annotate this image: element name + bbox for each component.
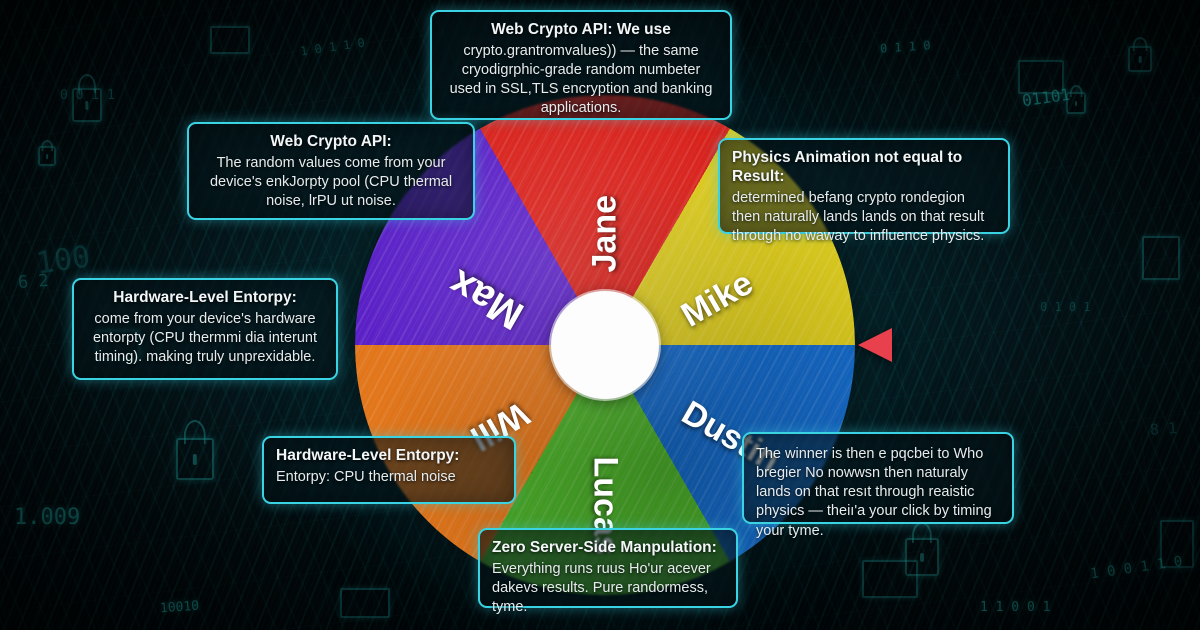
callout-body: The random values come from your device'… (209, 154, 453, 210)
wheel-hub[interactable] (551, 291, 659, 399)
callout-zero-server-side[interactable]: Zero Server-Side Manpulation: Everything… (478, 528, 738, 615)
callout-hardware-entropy-left[interactable]: Hardware-Level Entorpy: come from your d… (72, 278, 338, 380)
callout-title: Hardware-Level Entorpy: (276, 447, 460, 464)
callout-body: come from your device's hardware entorpt… (92, 310, 318, 366)
callout-body: Everything runs ruus Ho'ur acever dakevs… (492, 560, 711, 616)
callout-title: Physics Animation not equal to Result: (732, 149, 963, 185)
callout-title: Hardware-Level Entorpy: (113, 289, 297, 306)
callout-body: crypto.grantromvalues)) — the same cryod… (449, 42, 713, 117)
callout-title: Web Crypto API: (270, 133, 392, 150)
callout-title: Zero Server-Side Manpulation: (492, 539, 717, 556)
callout-title: Web Crypto API: We use (491, 21, 671, 38)
callout-web-crypto-api-top[interactable]: Web Crypto API: We use crypto.grantromva… (430, 10, 732, 120)
callout-web-crypto-api-left[interactable]: Web Crypto API: The random values come f… (187, 122, 475, 220)
callout-physics-animation[interactable]: Physics Animation not equal to Result: d… (718, 138, 1010, 244)
callout-winner-physics[interactable]: The winner is then e pqcbei to Who bregi… (742, 432, 1014, 539)
callout-hardware-entropy-bottom[interactable]: Hardware-Level Entorpy: Entorpy: CPU the… (262, 436, 516, 504)
callout-body: Entorpy: CPU thermal noise (276, 468, 456, 485)
callout-body: The winner is then e pqcbei to Who bregi… (756, 446, 992, 539)
wheel-pointer-icon (858, 328, 892, 362)
callout-body: determined befang crypto rondegion then … (732, 189, 985, 245)
